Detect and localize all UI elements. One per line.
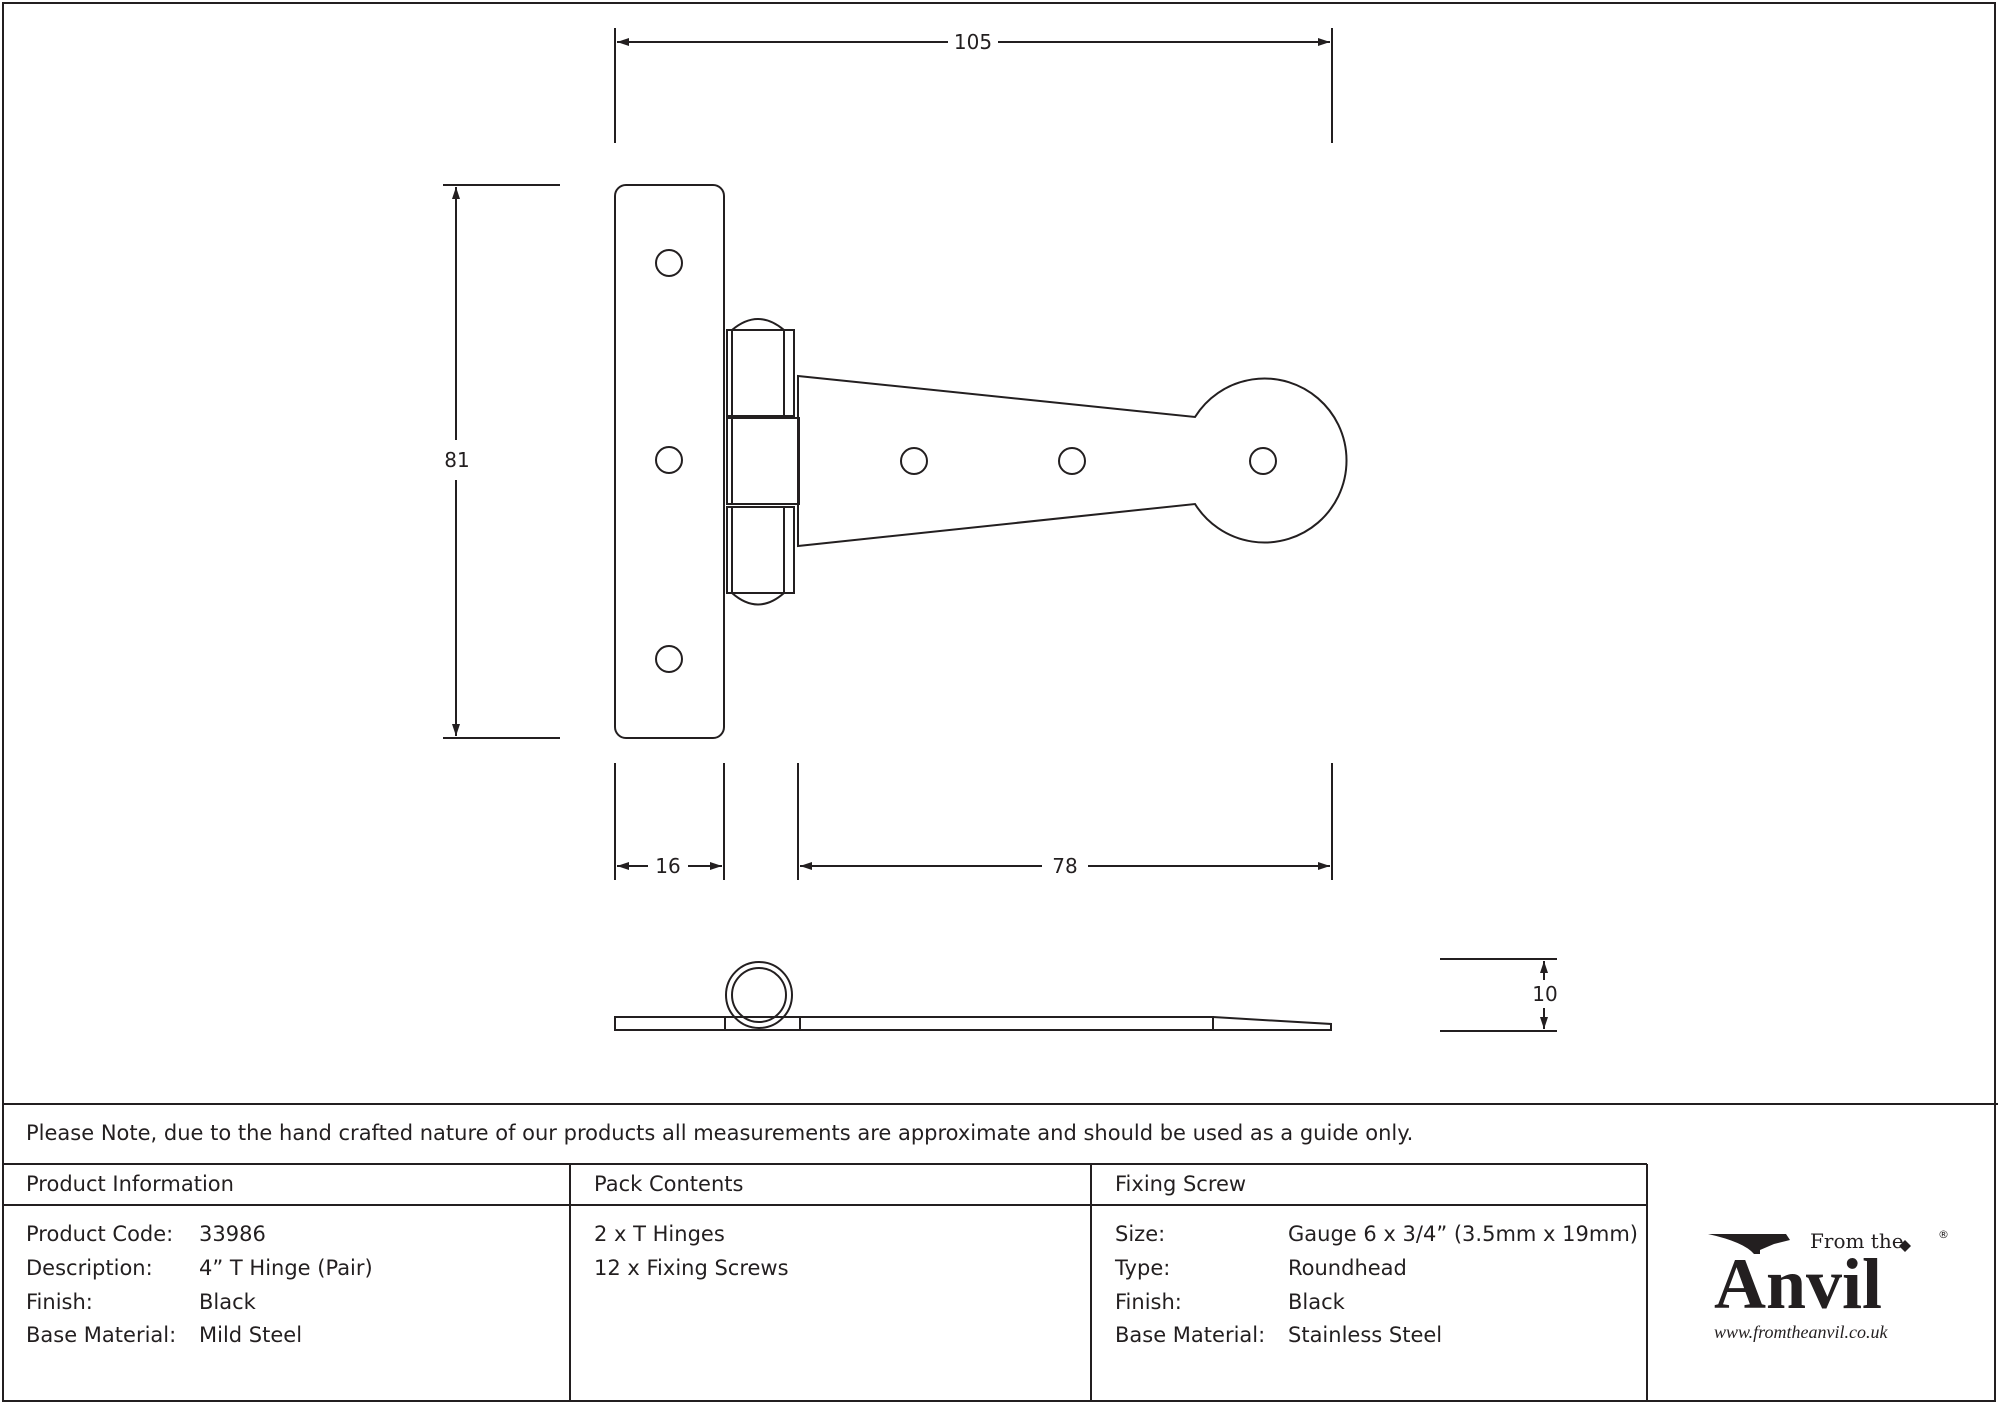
dimension-label-arm-length: 78 [1052, 854, 1077, 878]
logo-anvil: Anvil [1714, 1244, 1882, 1324]
base-material-label: Base Material: [26, 1323, 177, 1347]
screw-size-value: Gauge 6 x 3/4” (3.5mm x 19mm) [1288, 1222, 1638, 1246]
disclaimer-note: Please Note, due to the hand crafted nat… [26, 1121, 1414, 1145]
screw-hole [900, 447, 928, 475]
dimension-label-height: 81 [444, 448, 469, 472]
column-divider [569, 1164, 571, 1402]
note-bottom-rule [2, 1163, 1647, 1165]
screw-finish-value: Black [1288, 1290, 1345, 1314]
screw-hole [655, 446, 683, 474]
screw-hole [655, 645, 683, 673]
table-top-rule [2, 1103, 1998, 1105]
product-info-heading: Product Information [26, 1172, 234, 1196]
description-value: 4” T Hinge (Pair) [199, 1256, 373, 1280]
diamond-icon [1899, 1240, 1911, 1252]
dimension-arm-length [797, 763, 1333, 880]
screw-hole [1058, 447, 1086, 475]
pack-item: 2 x T Hinges [594, 1222, 725, 1246]
dimension-label-thickness: 10 [1532, 982, 1557, 1006]
dimension-overall-width [614, 28, 1333, 143]
base-material-value: Mild Steel [199, 1323, 303, 1347]
description-label: Description: [26, 1256, 153, 1280]
hinge-front-view [614, 184, 1348, 739]
dimension-strap-width [614, 763, 725, 880]
anvil-icon [1708, 1234, 1790, 1254]
screw-finish-label: Finish: [1115, 1290, 1182, 1314]
screw-type-label: Type: [1115, 1256, 1171, 1280]
screw-base-material-label: Base Material: [1115, 1323, 1266, 1347]
finish-value: Black [199, 1290, 256, 1314]
header-bottom-rule [2, 1204, 1647, 1206]
logo-url: www.fromtheanvil.co.uk [1714, 1322, 1888, 1342]
dimension-height [443, 184, 560, 739]
finish-label: Finish: [26, 1290, 93, 1314]
hinge-strap-plate [614, 184, 725, 739]
logo-from-the: From the [1810, 1229, 1904, 1253]
product-code-label: Product Code: [26, 1222, 174, 1246]
screw-base-material-value: Stainless Steel [1288, 1323, 1443, 1347]
pack-item: 12 x Fixing Screws [594, 1256, 789, 1280]
hinge-knuckle [726, 318, 800, 606]
screw-size-label: Size: [1115, 1222, 1166, 1246]
screw-hole [1249, 447, 1277, 475]
pack-contents-heading: Pack Contents [594, 1172, 744, 1196]
hinge-tapered-arm [797, 374, 1348, 548]
product-code-value: 33986 [199, 1222, 266, 1246]
screw-hole [655, 249, 683, 277]
fixing-screw-heading: Fixing Screw [1115, 1172, 1247, 1196]
dimension-label-overall-width: 105 [954, 30, 992, 54]
dimension-thickness [1440, 958, 1557, 1032]
column-divider [1090, 1164, 1092, 1402]
column-divider [1646, 1164, 1648, 1402]
screw-type-value: Roundhead [1288, 1256, 1407, 1280]
dimension-label-strap-width: 16 [655, 854, 680, 878]
hinge-side-view [614, 961, 1332, 1031]
from-the-anvil-logo: From the ® Anvil www.fromtheanvil.co.uk [1708, 1228, 1949, 1342]
logo-registered: ® [1938, 1228, 1949, 1241]
